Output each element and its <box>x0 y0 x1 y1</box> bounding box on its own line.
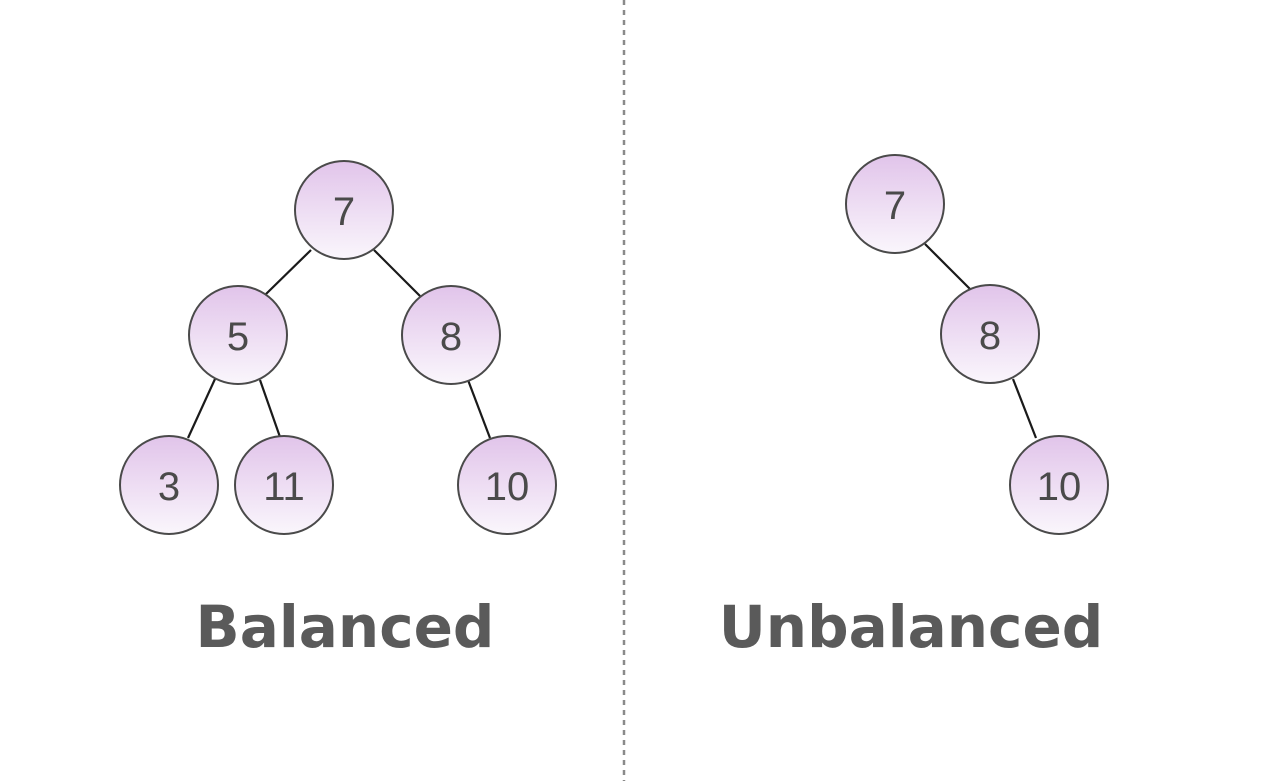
tree-node: 8 <box>940 284 1040 384</box>
unbalanced-tree: 7 8 10 <box>845 154 1109 535</box>
tree-node: 3 <box>119 435 219 535</box>
tree-node: 10 <box>1009 435 1109 535</box>
edge-5-11 <box>258 379 282 438</box>
node-value: 10 <box>1037 465 1082 509</box>
balanced-tree: 7 5 8 3 11 10 <box>119 160 557 535</box>
balanced-caption: Balanced <box>196 593 495 661</box>
node-value: 5 <box>227 315 249 359</box>
edge-7-5 <box>265 249 312 295</box>
edge-7-8 <box>373 249 421 297</box>
tree-node: 7 <box>294 160 394 260</box>
edge-8-10 <box>466 379 492 439</box>
edge-5-3 <box>186 378 217 439</box>
node-value: 7 <box>884 184 906 228</box>
node-value: 10 <box>485 465 530 509</box>
unbalanced-caption: Unbalanced <box>719 593 1104 661</box>
tree-node: 7 <box>845 154 945 254</box>
balanced-edges <box>186 249 492 439</box>
node-value: 8 <box>979 314 1001 358</box>
node-value: 11 <box>263 465 305 509</box>
node-value: 8 <box>440 315 462 359</box>
unbalanced-edges <box>924 243 1038 439</box>
tree-node: 5 <box>188 285 288 385</box>
edge-8-10 <box>1011 378 1038 439</box>
edge-7-8 <box>924 243 972 291</box>
tree-node: 10 <box>457 435 557 535</box>
tree-node: 11 <box>234 435 334 535</box>
node-value: 3 <box>158 465 180 509</box>
tree-node: 8 <box>401 285 501 385</box>
node-value: 7 <box>333 190 355 234</box>
